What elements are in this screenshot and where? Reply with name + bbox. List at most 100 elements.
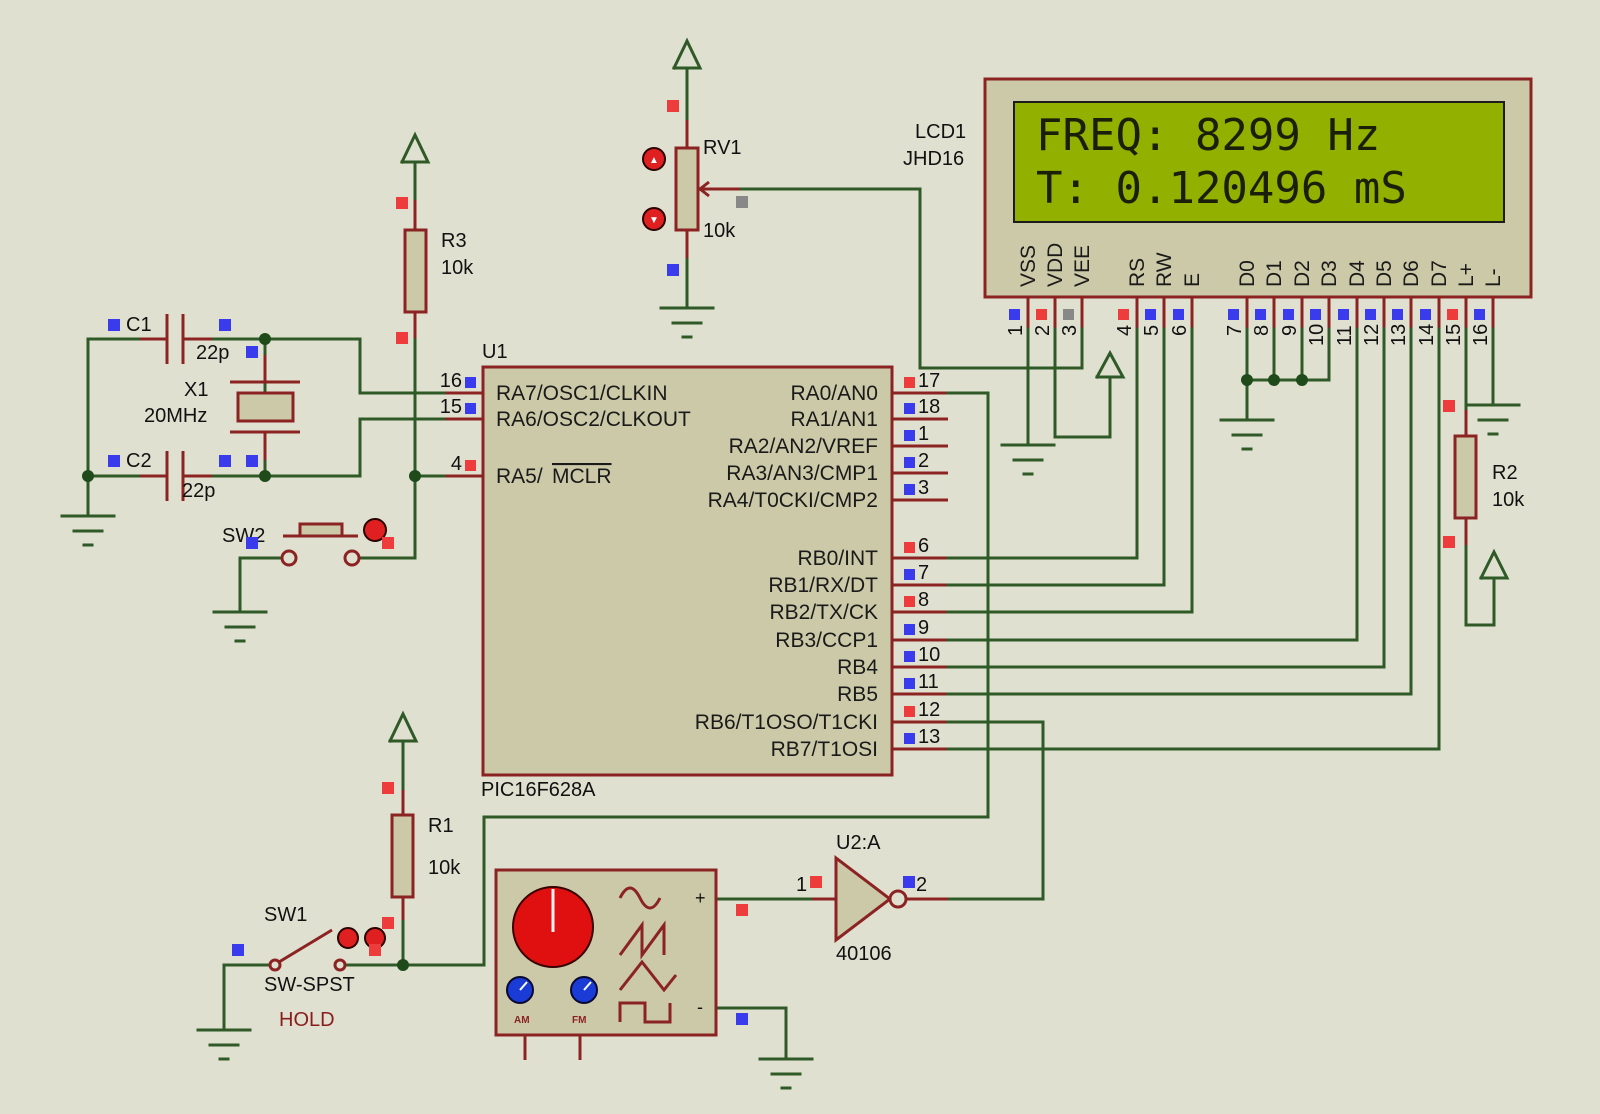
square-wave-icon [618, 1001, 672, 1024]
lcd-pin-16: 16L- [1470, 268, 1505, 346]
logic-state-marker [1173, 309, 1184, 320]
ground-rv1 [659, 306, 715, 339]
sw1-close-icon[interactable] [337, 927, 359, 949]
mcu-pin-number: 15 [440, 396, 462, 418]
logic-state-marker [904, 733, 915, 744]
logic-state-marker [1036, 309, 1047, 320]
mcu-pin-number: 8 [918, 589, 929, 611]
mcu-pin-label: RA6/OSC2/CLKOUT [496, 408, 691, 431]
lcd-pin-number: 10 [1306, 324, 1328, 346]
mcu-pin-label: RA3/AN3/CMP1 [726, 462, 878, 485]
lcd-pin-label: VEE [1071, 245, 1094, 287]
u2-ref: U2:A [836, 832, 881, 854]
logic-state-marker [1118, 309, 1129, 320]
mcu-pin-label: RA4/T0CKI/CMP2 [708, 489, 878, 512]
resistor-r1[interactable] [390, 790, 415, 920]
lcd-pin-label: D3 [1318, 260, 1341, 287]
mcu-pin-number: 3 [918, 477, 929, 499]
sw2-ref: SW2 [222, 525, 265, 547]
inverter-u2[interactable] [812, 854, 948, 944]
lcd-pin-number: 3 [1059, 325, 1081, 336]
lcd-pin-label: D4 [1346, 260, 1369, 287]
rv1-increase-button[interactable]: ▲ [642, 147, 666, 171]
logic-state-marker [1009, 309, 1020, 320]
logic-state-marker [904, 484, 915, 495]
sw1-ref: SW1 [264, 904, 307, 926]
lcd-pin-label: L- [1482, 268, 1505, 287]
logic-state-marker [465, 403, 476, 414]
lcd-pin-label: D5 [1373, 260, 1396, 287]
crystal-x1[interactable] [230, 355, 300, 460]
rv1-ref: RV1 [703, 137, 742, 159]
sawtooth-wave-icon [618, 920, 666, 960]
x1-value: 20MHz [144, 405, 207, 427]
lcd-pin-label: E [1181, 273, 1204, 287]
mcu-pin-label: RA7/OSC1/CLKIN [496, 382, 668, 405]
mcu-pin-label: RB6/T1OSO/T1CKI [695, 711, 878, 734]
mcu-part: PIC16F628A [481, 779, 596, 801]
lcd-pin-number: 1 [1005, 325, 1027, 336]
sw2-press-icon[interactable] [363, 518, 387, 542]
lcd-pin-label: L+ [1455, 263, 1478, 287]
mcu-pin-label: RB2/TX/CK [769, 601, 878, 624]
ground-crystal [60, 514, 116, 547]
pushbutton-sw2[interactable] [280, 518, 387, 567]
lcd-pin-number: 12 [1361, 324, 1383, 346]
triangle-wave-icon [618, 959, 678, 993]
lcd-pin-label: D7 [1428, 260, 1451, 287]
u2-pin-in: 1 [796, 874, 807, 896]
c1-value: 22p [196, 342, 229, 364]
rv1-decrease-button[interactable]: ▼ [642, 207, 666, 231]
ground-symbols [60, 306, 1521, 1090]
capacitor-c1[interactable] [140, 314, 212, 364]
switch-sw1[interactable] [268, 927, 386, 972]
lcd-module[interactable]: FREQ: 8299 Hz T: 0.120496 mS 1VSS2VDD3VE… [983, 77, 1533, 346]
resistor-r2[interactable] [1453, 410, 1478, 545]
mcu-u1[interactable]: 16RA7/OSC1/CLKIN15RA6/OSC2/CLKOUT4RA5/MC… [440, 365, 948, 777]
lcd-pin-12: 12 D5 [1361, 260, 1396, 346]
lcd-pin-number: 9 [1279, 325, 1301, 336]
lcd-line-2: T: 0.120496 mS [1036, 163, 1407, 214]
mcu-body [481, 365, 894, 777]
signal-generator[interactable]: AM FM + - [494, 868, 718, 1060]
ground-lcd-data [1219, 418, 1275, 451]
am-label: AM [514, 1015, 530, 1026]
mcu-pin-group: 16RA7/OSC1/CLKIN15RA6/OSC2/CLKOUT4RA5/MC… [440, 370, 948, 761]
mcu-pin-number: 17 [918, 370, 940, 392]
logic-state-marker [904, 377, 915, 388]
vcc-arrow-rv1 [671, 37, 703, 71]
capacitor-c2[interactable] [140, 451, 212, 501]
resistor-r3[interactable] [403, 200, 428, 338]
lcd-pin-number: 4 [1114, 325, 1136, 336]
logic-state-marker [1283, 309, 1294, 320]
lcd-pin-number: 6 [1169, 325, 1191, 336]
lcd-ref: LCD1 [915, 121, 966, 143]
lcd-pin-number: 11 [1334, 325, 1356, 346]
lcd-part: JHD16 [903, 148, 964, 170]
mcu-pin-label: RB1/RX/DT [768, 574, 878, 597]
mcu-pin-number: 12 [918, 699, 940, 721]
mcu-pin-label: RB4 [837, 656, 878, 679]
logic-state-marker [1365, 309, 1376, 320]
lcd-pin-number: 7 [1224, 325, 1246, 336]
ground-sw1 [196, 1028, 252, 1061]
lcd-pin-label: VDD [1044, 243, 1067, 287]
c2-ref: C2 [126, 450, 152, 472]
potentiometer-rv1[interactable]: ▲ ▼ [642, 120, 740, 258]
lcd-pin-number: 2 [1032, 325, 1054, 336]
power-symbols [387, 37, 1510, 744]
logic-state-marker [1063, 309, 1074, 320]
lcd-pin-label: RS [1126, 258, 1149, 287]
